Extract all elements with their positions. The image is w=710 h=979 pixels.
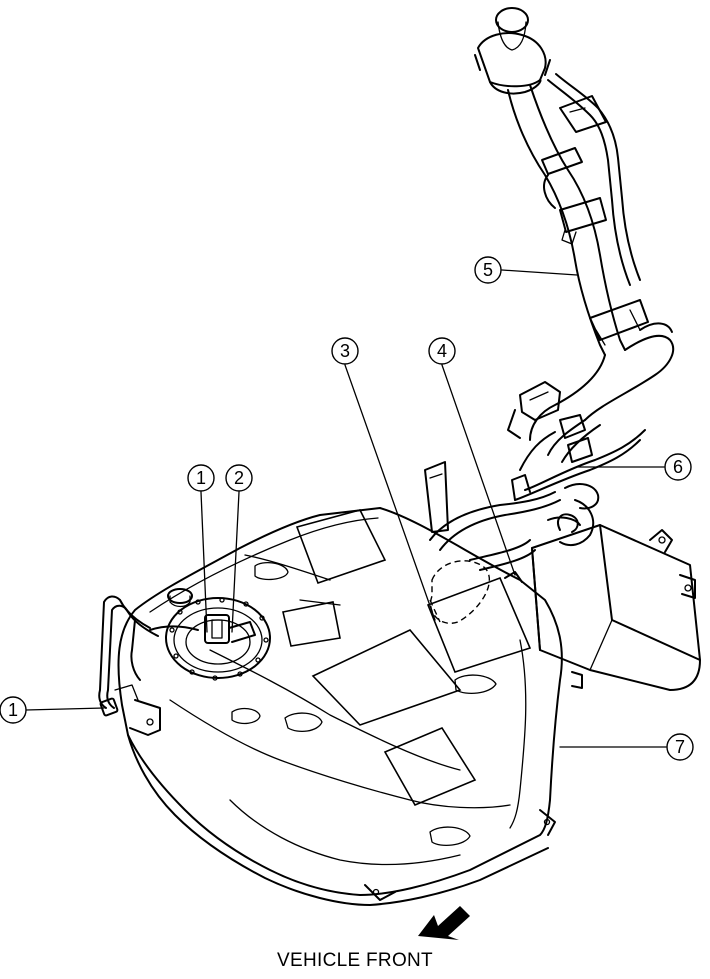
fuel-line-left <box>98 595 159 717</box>
fuel-tank <box>117 507 583 906</box>
callout-1-left-label: 1 <box>8 700 18 720</box>
callout-5-label: 5 <box>483 260 493 280</box>
callout-5: 5 <box>474 256 502 284</box>
callout-2-label: 2 <box>234 468 244 488</box>
callout-6: 6 <box>664 453 692 481</box>
callout-7-label: 7 <box>675 737 685 757</box>
fuel-lines-upper <box>429 429 646 583</box>
callout-2: 2 <box>225 464 253 492</box>
mounting-bracket <box>424 461 449 533</box>
callout-3-label: 3 <box>340 341 350 361</box>
callout-4: 4 <box>428 337 456 365</box>
callout-7: 7 <box>666 733 694 761</box>
leader-lines <box>25 269 667 748</box>
fuel-pump-unit <box>149 588 271 681</box>
fuel-filler-pipe <box>474 7 675 463</box>
callout-4-label: 4 <box>437 341 447 361</box>
callout-1-upper: 1 <box>187 464 215 492</box>
callout-1-upper-label: 1 <box>196 468 206 488</box>
vehicle-front-caption: VEHICLE FRONT <box>277 950 433 971</box>
callout-3: 3 <box>331 337 359 365</box>
charcoal-canister <box>531 513 701 691</box>
vehicle-front-arrow-icon <box>418 906 470 940</box>
callout-1-left: 1 <box>0 696 27 724</box>
callout-6-label: 6 <box>673 457 683 477</box>
